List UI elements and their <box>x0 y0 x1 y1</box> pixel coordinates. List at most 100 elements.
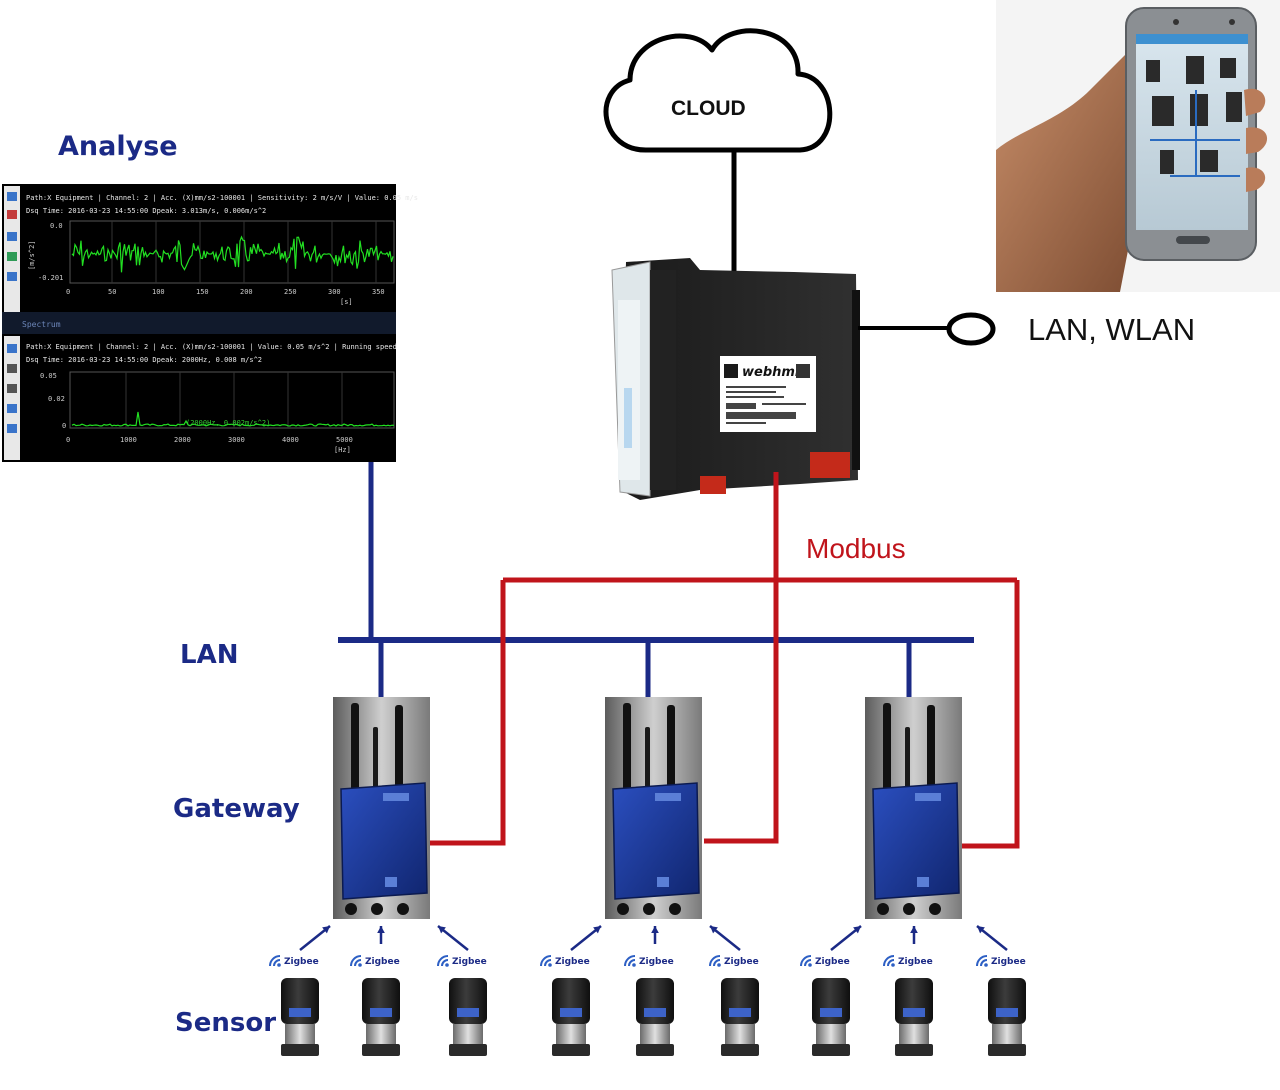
sensor-head <box>895 978 933 1024</box>
panel1-x-tick-label: 100 <box>152 288 165 296</box>
panel2-x-tick-label: 2000 <box>174 436 191 444</box>
zigbee-label: Zigbee <box>452 957 487 967</box>
arrow-head-icon <box>977 926 985 934</box>
sensor-head <box>362 978 400 1024</box>
toolbar-icon <box>7 344 17 353</box>
webhmi-controller: webhmi <box>611 258 860 500</box>
antenna-icon <box>373 727 378 793</box>
sensor-group: Zigbee Zigbee Zigbee Zigbee Zigbee Zigbee Zigb… <box>269 925 1026 1056</box>
sensor-mount <box>816 1024 846 1046</box>
panel1-x-unit: [s] <box>340 298 353 306</box>
toolbar-icon <box>7 232 17 241</box>
antenna-icon <box>395 705 403 793</box>
waveform-plot-area <box>69 220 395 284</box>
sensor-head <box>281 978 319 1024</box>
sensor: Zigbee <box>624 926 674 1056</box>
panel1-y-bottom: -0.201 <box>38 274 63 282</box>
toolbar-icon <box>7 364 17 373</box>
cloud-shape <box>603 28 833 153</box>
arrow-head-icon <box>322 926 330 934</box>
gateway-3 <box>865 697 962 919</box>
panel1-x-tick-label: 250 <box>284 288 297 296</box>
lan-wlan-label: LAN, WLAN <box>1028 312 1195 347</box>
sensor-head <box>449 978 487 1024</box>
analyse-toolbar <box>4 186 20 460</box>
sensor-mount <box>640 1024 670 1046</box>
zigbee-signal-icon <box>437 955 449 967</box>
panel2-x-tick-label: 0 <box>66 436 70 444</box>
gateway-body <box>872 782 960 900</box>
sensor-label: Sensor <box>175 1008 276 1038</box>
panel2-y-mid: 0.02 <box>48 395 65 403</box>
power-terminal <box>700 476 726 494</box>
zigbee-signal-icon <box>269 955 281 967</box>
zigbee-signal-icon <box>976 955 988 967</box>
zigbee-label: Zigbee <box>898 957 933 967</box>
lan-wlan-port-icon <box>946 312 996 346</box>
panel1-x-tick-label: 300 <box>328 288 341 296</box>
panel1-y-top: 0.0 <box>50 222 63 230</box>
sensor: Zigbee <box>350 926 400 1056</box>
zigbee-signal-icon <box>540 955 552 967</box>
zigbee-label: Zigbee <box>724 957 759 967</box>
antenna-icon <box>351 703 359 793</box>
modbus-drop-gateway-3 <box>962 580 1020 849</box>
zigbee-signal-icon <box>624 955 636 967</box>
gateway-group <box>333 697 962 919</box>
cable-gland-icon <box>397 903 409 915</box>
modbus-terminal <box>810 452 850 478</box>
spectrum-section-label: Spectrum <box>22 320 61 329</box>
sensor: Zigbee <box>437 925 487 1056</box>
panel1-x-tick-label: 0 <box>66 288 70 296</box>
sensor: Zigbee <box>269 925 331 1056</box>
sensor: Zigbee <box>883 926 933 1056</box>
spectrum-gridlines <box>125 372 343 428</box>
panel1-x-tick-label: 50 <box>108 288 116 296</box>
cable-gland-icon <box>643 903 655 915</box>
arrow-head-icon <box>853 926 861 934</box>
panel1-x-tick-label: 150 <box>196 288 209 296</box>
arrow-head-icon <box>910 926 918 934</box>
analyse-label: Analyse <box>58 131 178 162</box>
panel2-y-top: 0.05 <box>40 372 57 380</box>
sensor-mount <box>285 1024 315 1046</box>
panel2-x-tick-label: 1000 <box>120 436 137 444</box>
antenna-icon <box>667 705 675 793</box>
panel2-header-1: Path:X Equipment | Channel: 2 | Acc. (X)… <box>26 343 397 351</box>
panel1-header-1: Path:X Equipment | Channel: 2 | Acc. (X)… <box>26 194 418 202</box>
webhmi-logo-icon <box>724 364 738 378</box>
modbus-drop-gateway-1 <box>428 580 506 846</box>
arrow-head-icon <box>593 926 601 934</box>
sensor-head <box>812 978 850 1024</box>
modbus-drop-gateway-2 <box>704 580 779 844</box>
arrow-head-icon <box>438 926 446 934</box>
waveform-trace <box>71 235 394 273</box>
zigbee-label: Zigbee <box>991 957 1026 967</box>
toolbar-icon <box>7 404 17 413</box>
analyse-screen: Path:X Equipment | Channel: 2 | Acc. (X)… <box>2 184 418 462</box>
sensor: Zigbee <box>800 925 862 1056</box>
cable-gland-icon <box>929 903 941 915</box>
panel1-header-2: Dsq Time: 2016-03-23 14:55:00 Dpeak: 3.0… <box>26 207 266 215</box>
controller-brand: webhmi <box>742 365 800 380</box>
antenna-icon <box>883 703 891 793</box>
sensor: Zigbee <box>976 925 1026 1056</box>
gateway-1 <box>333 697 430 919</box>
cable-gland-icon <box>877 903 889 915</box>
sensor: Zigbee <box>540 925 602 1056</box>
modbus-label: Modbus <box>806 533 906 564</box>
spectrum-annotation: (2000Hz, 0.002m/s^2) <box>186 419 270 427</box>
zigbee-signal-icon <box>800 955 812 967</box>
arrow-head-icon <box>377 926 385 934</box>
panel2-x-tick-label: 4000 <box>282 436 299 444</box>
modbus-bus-line <box>503 472 1017 583</box>
sensor-head <box>552 978 590 1024</box>
sensor-mount <box>556 1024 586 1046</box>
sensor-head <box>721 978 759 1024</box>
sensor-mount <box>366 1024 396 1046</box>
antenna-icon <box>623 703 631 793</box>
gateway-label: Gateway <box>173 794 300 824</box>
